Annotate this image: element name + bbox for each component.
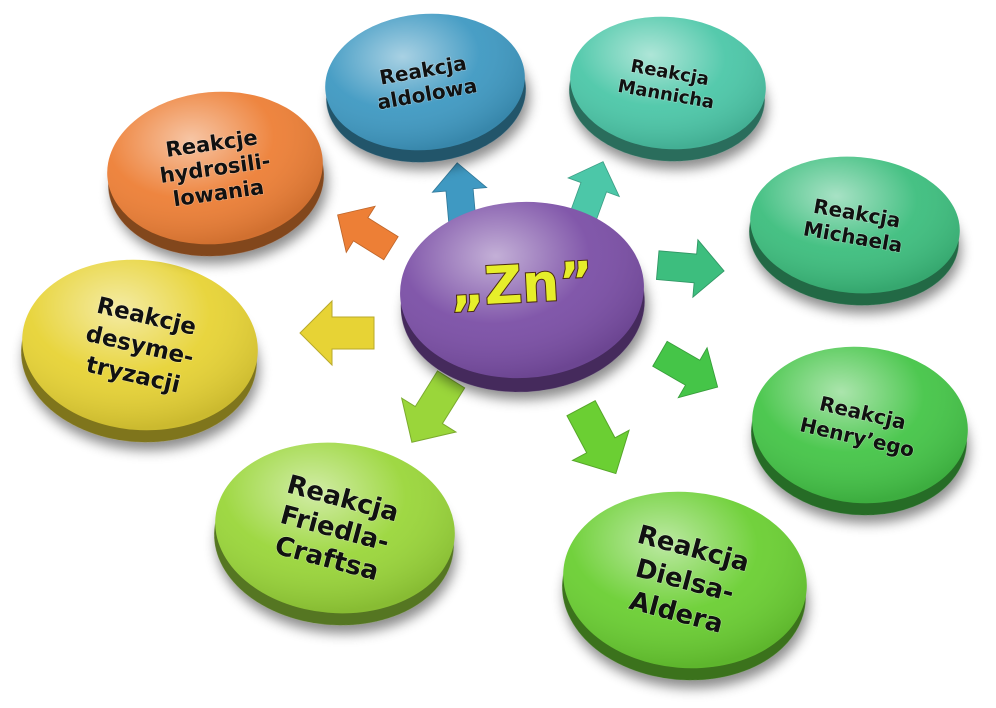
reaction-disc-michaela: ReakcjaMichaela <box>749 156 960 306</box>
disc-gloss <box>107 91 323 245</box>
center-layer: „Zn” <box>400 201 645 393</box>
arrow-to-friedla-craftsa <box>400 370 466 443</box>
arrow-shape <box>299 299 375 367</box>
arrow-to-desymetryzacji <box>299 299 375 367</box>
arrow-to-henryego <box>652 340 719 399</box>
disc-gloss <box>400 201 644 379</box>
disc-gloss <box>325 13 525 151</box>
reaction-disc-mannicha: ReakcjaMannicha <box>569 16 766 162</box>
disc-gloss <box>563 491 807 669</box>
arrow-to-hydrosililowania <box>337 205 399 261</box>
arrow-to-michaela <box>655 238 725 299</box>
arrow-shape <box>655 238 725 299</box>
disc-gloss <box>22 259 258 431</box>
center-label: „Zn” <box>449 251 595 318</box>
reaction-disc-henryego: ReakcjaHenry’ego <box>751 346 968 516</box>
reaction-disc-desymetryzacji: Reakcjedesyme-tryzacji <box>21 259 258 443</box>
disc-gloss <box>570 16 766 150</box>
arrow-shape <box>652 340 719 399</box>
disc-gloss <box>752 346 968 504</box>
center-disc-zn: „Zn” <box>400 201 645 393</box>
reaction-disc-aldolowa: Reakcjaaldolowa <box>325 13 526 163</box>
reaction-disc-dielsa-aldera: ReakcjaDielsa-Aldera <box>562 491 807 681</box>
disc-gloss <box>750 156 960 294</box>
reaction-label: Reakcjehydrosili-lowania <box>155 124 275 213</box>
discs-layer: Reakcjaaldolowa ReakcjaMannichaReakcjaMic… <box>21 13 968 681</box>
reaction-disc-friedla-craftsa: ReakcjaFriedla-Craftsa <box>214 442 455 626</box>
arrow-shape <box>337 205 399 261</box>
arrow-to-dielsa-aldera <box>566 400 630 475</box>
disc-gloss <box>215 442 455 614</box>
arrows-layer <box>299 161 725 475</box>
arrow-shape <box>566 400 630 475</box>
arrow-shape <box>400 370 466 443</box>
reaction-disc-hydrosililowania: Reakcjehydrosili-lowania <box>107 91 324 257</box>
